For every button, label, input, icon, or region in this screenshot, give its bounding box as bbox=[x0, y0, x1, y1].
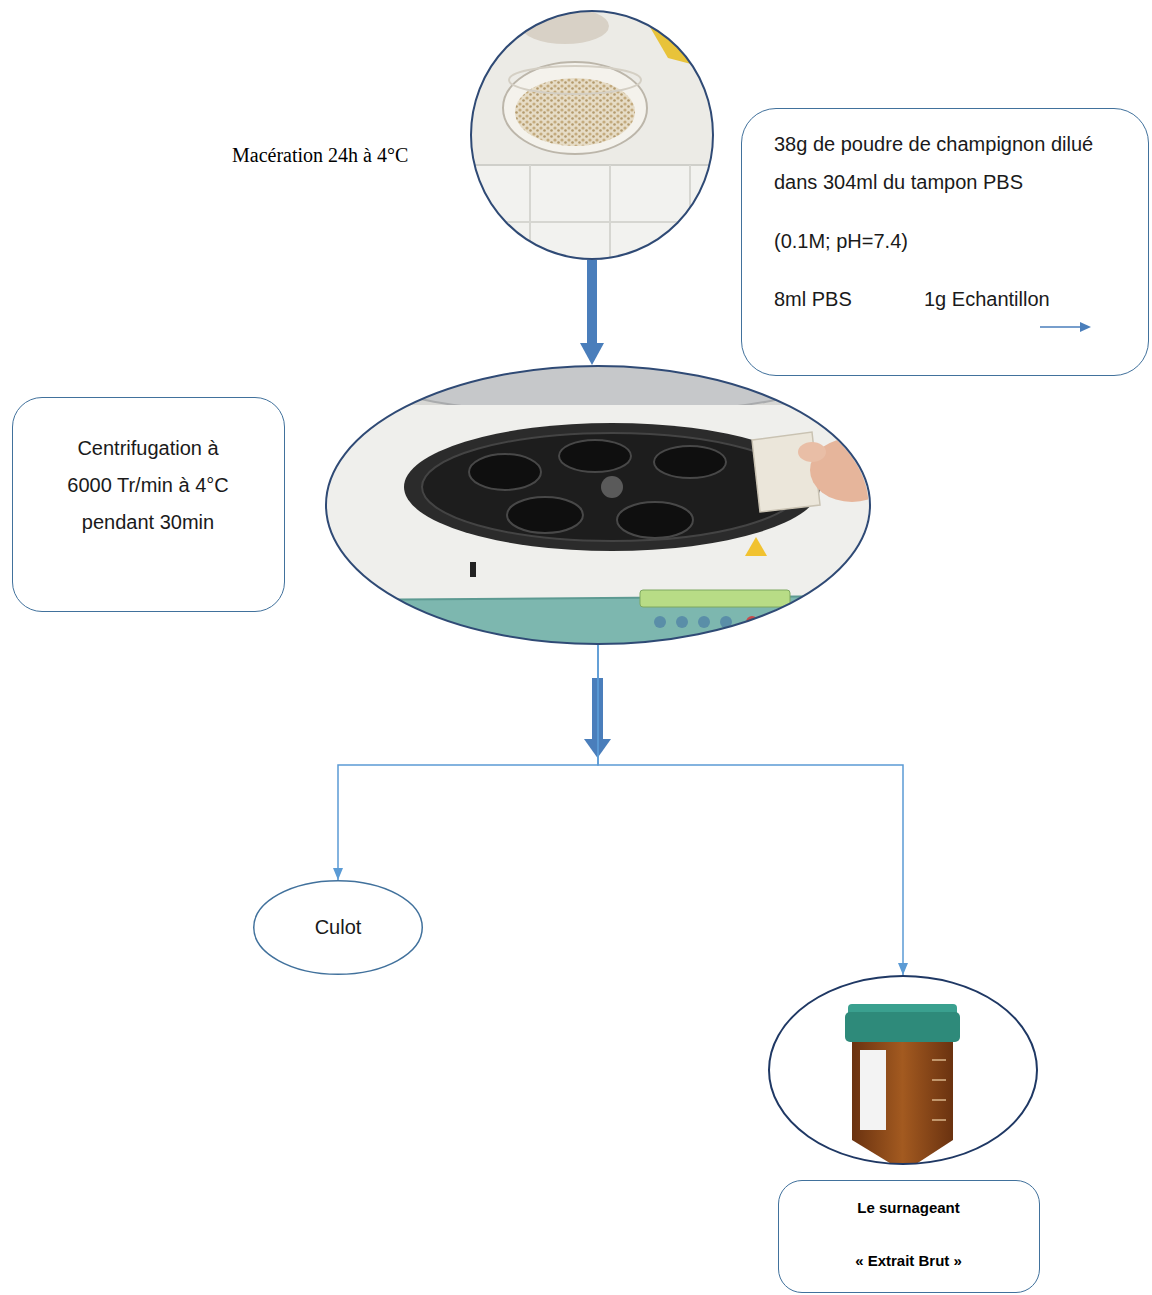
centrifuge-photo-part bbox=[640, 590, 790, 607]
result-box: Le surnageant « Extrait Brut » bbox=[778, 1180, 1040, 1293]
maceration-photo-part bbox=[503, 62, 647, 154]
text-slot: « Extrait Brut » bbox=[779, 1251, 1038, 1271]
box-text: 8ml PBS bbox=[774, 280, 914, 318]
process-box: 38g de poudre de champignon dilué dans 3… bbox=[741, 108, 1149, 376]
centrifuge-photo-part bbox=[325, 365, 871, 645]
text-slot: Macération 24h à 4°C bbox=[232, 142, 464, 168]
tube-photo-part bbox=[860, 1050, 886, 1130]
centrifuge-photo bbox=[325, 330, 894, 645]
text-slot: 38g de poudre de champignon dilué dans 3… bbox=[774, 125, 1104, 201]
tube-photo-part bbox=[932, 1099, 946, 1101]
centrifuge-photo-part bbox=[470, 562, 476, 577]
maceration-photo-part bbox=[640, 10, 714, 70]
small-arrow bbox=[1040, 322, 1091, 332]
photo-ellipse bbox=[768, 975, 1038, 1165]
maceration-photo-part bbox=[650, 18, 714, 40]
centrifuge-photo-part bbox=[404, 423, 820, 551]
box-text: 38g de poudre de champignon dilué dans 3… bbox=[774, 125, 1104, 201]
tube-photo-part bbox=[852, 1042, 953, 1168]
box-text: (0.1M; pH=7.4) bbox=[774, 222, 1114, 260]
maceration-photo-part bbox=[509, 66, 641, 94]
maceration-photo-part bbox=[515, 78, 635, 146]
centrifuge-photo-part bbox=[507, 497, 583, 533]
centrifuge-photo-part bbox=[617, 502, 693, 538]
centrifuge-photo-part bbox=[745, 537, 767, 556]
maceration-photo-part bbox=[470, 164, 714, 166]
tube-photo-part bbox=[932, 1059, 946, 1061]
centrifuge-photo-part bbox=[422, 433, 802, 541]
maceration-photo-part bbox=[609, 165, 611, 260]
ellipse-outline bbox=[471, 11, 713, 259]
flow-arrow bbox=[338, 645, 598, 880]
ellipse-text: Culot bbox=[253, 914, 423, 940]
ellipse-outline bbox=[326, 366, 870, 644]
node-outline bbox=[325, 365, 871, 645]
flow-arrow bbox=[587, 260, 597, 365]
centrifuge-photo-part bbox=[601, 476, 623, 498]
centrifuge-photo-part bbox=[698, 616, 710, 628]
box-text: 1g Echantillon bbox=[924, 280, 1124, 318]
maceration-photo-part bbox=[529, 165, 531, 260]
ellipse-outline bbox=[769, 976, 1037, 1164]
tube-photo-part bbox=[932, 1119, 946, 1121]
centrifuge-photo-part bbox=[798, 442, 826, 462]
ellipse-outline bbox=[254, 881, 423, 975]
box-text: Centrifugation à 6000 Tr/min à 4°C penda… bbox=[53, 430, 243, 541]
tube-photo bbox=[768, 975, 1038, 1169]
maceration-photo bbox=[470, 8, 714, 260]
text-slot: Culot bbox=[253, 914, 423, 940]
centrifuge-photo-part bbox=[365, 330, 835, 414]
centrifuge-photo-part bbox=[469, 454, 541, 490]
tube-photo-part bbox=[845, 1012, 960, 1042]
step-label: Macération 24h à 4°C bbox=[232, 142, 464, 168]
box-text: « Extrait Brut » bbox=[779, 1251, 1038, 1271]
small-arrow-part bbox=[1080, 322, 1091, 332]
result-ellipse: Culot bbox=[253, 880, 423, 975]
photo-ellipse bbox=[325, 365, 871, 645]
photo-circle: Macération 24h à 4°C bbox=[470, 10, 714, 260]
process-box: Centrifugation à 6000 Tr/min à 4°C penda… bbox=[12, 397, 285, 612]
text-slot: 8ml PBS bbox=[774, 280, 914, 318]
node-outline bbox=[768, 975, 1038, 1165]
text-slot: Centrifugation à 6000 Tr/min à 4°C penda… bbox=[53, 430, 243, 541]
tube-photo-part bbox=[932, 1079, 946, 1081]
flow-arrow bbox=[598, 645, 903, 975]
centrifuge-photo-part bbox=[654, 616, 666, 628]
node-outline bbox=[470, 10, 714, 260]
small-arrow-part bbox=[1040, 326, 1082, 328]
centrifuge-photo-part bbox=[654, 446, 726, 478]
centrifuge-photo-part bbox=[559, 440, 631, 472]
maceration-photo-part bbox=[689, 165, 691, 260]
text-slot: (0.1M; pH=7.4) bbox=[774, 222, 1114, 260]
maceration-photo-part bbox=[470, 10, 714, 260]
box-text: Le surnageant bbox=[779, 1198, 1038, 1218]
maceration-photo-part bbox=[470, 165, 714, 260]
text-slot: Le surnageant bbox=[779, 1198, 1038, 1218]
text-slot: 1g Echantillon bbox=[924, 280, 1124, 318]
centrifuge-photo-part bbox=[676, 616, 688, 628]
centrifuge-photo-part bbox=[325, 405, 871, 600]
